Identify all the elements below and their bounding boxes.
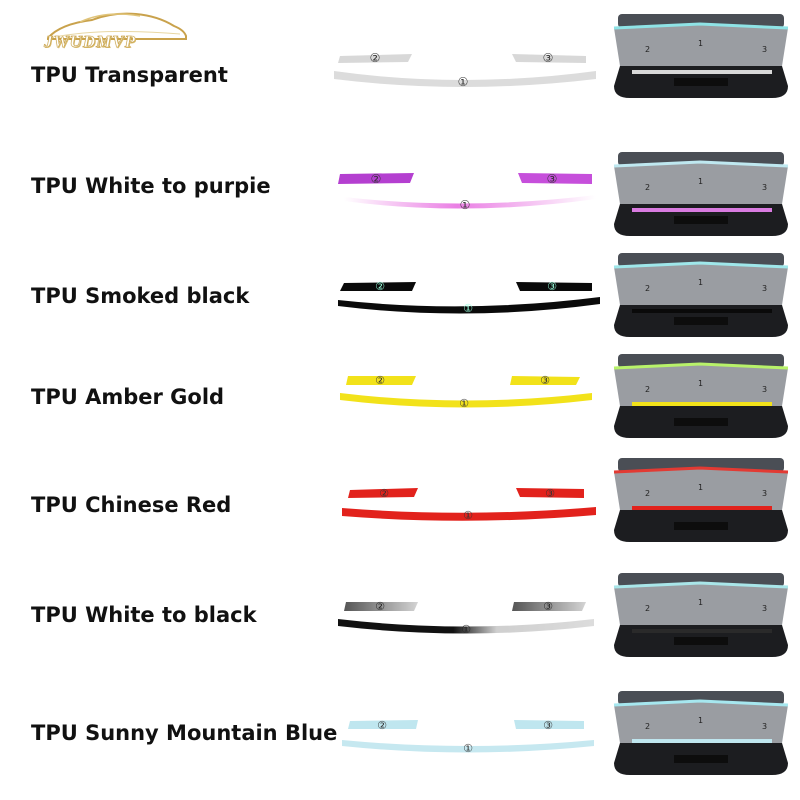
brand-logo — [40, 6, 190, 66]
trim-strips-diagram: ② ③ ① — [338, 172, 596, 212]
trim-strips-diagram: ② ③ ① — [338, 600, 594, 636]
trim-strip-main — [338, 619, 594, 634]
trim-strip-left — [348, 720, 418, 729]
car-marker-3: 3 — [762, 722, 767, 731]
trim-strip-right — [514, 720, 584, 729]
car-marker-1: 1 — [698, 278, 703, 287]
trim-strips-diagram: ② ③ ① — [334, 51, 596, 89]
marker-1: ① — [461, 623, 471, 636]
trim-strip-main — [340, 393, 592, 408]
car-marker-2: 2 — [645, 385, 650, 394]
brand-name: JWUDMVP — [44, 32, 137, 52]
trim-strip-main — [334, 71, 596, 87]
car-marker-1: 1 — [698, 716, 703, 725]
trim-strip-left — [346, 376, 416, 385]
marker-2: ② — [375, 280, 385, 293]
variant-label: TPU Amber Gold — [31, 385, 225, 409]
car-marker-2: 2 — [645, 284, 650, 293]
variant-row-smoked-black: TPU Smoked black ② ③ ① 2 1 3 — [0, 250, 800, 350]
trim-strip-right — [510, 376, 580, 385]
marker-3: ③ — [543, 719, 553, 732]
trim-strips-diagram: ② ③ ① — [342, 719, 594, 755]
car-front-photo: 2 1 3 — [613, 691, 789, 775]
marker-3: ③ — [545, 487, 555, 500]
car-marker-2: 2 — [645, 45, 650, 54]
marker-2: ② — [371, 172, 382, 186]
marker-1: ① — [458, 75, 469, 89]
variant-label: TPU Smoked black — [31, 284, 250, 308]
trim-strips-diagram: ② ③ ① — [342, 487, 596, 522]
variant-row-chinese-red: TPU Chinese Red ② ③ ① 2 1 3 — [0, 458, 800, 558]
car-marker-2: 2 — [645, 722, 650, 731]
variant-label: TPU White to black — [31, 603, 257, 627]
marker-2: ② — [375, 374, 385, 387]
variant-label: TPU Chinese Red — [31, 493, 232, 517]
trim-strips-diagram: ② ③ ① — [338, 280, 600, 315]
marker-2: ② — [375, 600, 385, 613]
car-front-photo: 2 1 3 — [613, 152, 789, 236]
marker-3: ③ — [547, 172, 558, 186]
marker-2: ② — [379, 487, 389, 500]
variant-row-white-to-purple: TPU White to purpie ② ③ ① 2 1 3 — [0, 140, 800, 240]
trim-strip-main — [338, 297, 600, 314]
marker-1: ① — [463, 742, 473, 755]
car-front-photo: 2 1 3 — [613, 14, 789, 98]
car-marker-3: 3 — [762, 604, 767, 613]
variant-label: TPU Sunny Mountain Blue — [31, 721, 338, 745]
marker-2: ② — [370, 51, 381, 65]
car-silhouette-icon — [47, 12, 187, 40]
trim-strip-left — [338, 173, 414, 184]
variant-row-transparent: TPU Transparent ② ③ ① 2 1 3 — [0, 14, 800, 130]
car-marker-2: 2 — [645, 604, 650, 613]
car-marker-1: 1 — [698, 598, 703, 607]
trim-strips-diagram: ② ③ ① — [340, 374, 592, 410]
car-marker-3: 3 — [762, 45, 767, 54]
car-front-photo: 2 1 3 — [613, 354, 789, 438]
marker-3: ③ — [543, 600, 553, 613]
car-front-photo: 2 1 3 — [613, 573, 789, 657]
marker-3: ③ — [547, 280, 557, 293]
car-marker-2: 2 — [645, 489, 650, 498]
car-marker-1: 1 — [698, 177, 703, 186]
car-marker-1: 1 — [698, 379, 703, 388]
marker-1: ① — [463, 509, 473, 522]
car-front-photo: 2 1 3 — [613, 253, 789, 337]
trim-strip-left — [348, 488, 418, 498]
marker-1: ① — [459, 397, 469, 410]
trim-strip-right — [512, 54, 586, 63]
variant-row-amber-gold: TPU Amber Gold ② ③ ① 2 1 3 — [0, 350, 800, 450]
trim-strip-left — [338, 54, 412, 63]
variant-row-white-to-black: TPU White to black ② ③ ① 2 1 3 — [0, 570, 800, 670]
marker-1: ① — [460, 198, 471, 212]
car-marker-3: 3 — [762, 284, 767, 293]
car-marker-1: 1 — [698, 39, 703, 48]
trim-strip-right — [516, 282, 592, 291]
variant-label: TPU White to purpie — [31, 174, 271, 198]
trim-strip-main — [342, 740, 594, 753]
variant-row-sunny-mountain-blue: TPU Sunny Mountain Blue ② ③ ① 2 1 3 — [0, 688, 800, 788]
car-marker-3: 3 — [762, 183, 767, 192]
trim-strip-left — [344, 602, 418, 611]
variant-label: TPU Transparent — [31, 63, 228, 87]
marker-1: ① — [463, 302, 473, 315]
car-front-photo: 2 1 3 — [613, 458, 789, 542]
trim-strip-right — [516, 488, 584, 498]
trim-strip-left — [340, 282, 416, 291]
marker-2: ② — [377, 719, 387, 732]
trim-strip-right — [518, 173, 592, 184]
car-marker-1: 1 — [698, 483, 703, 492]
trim-strip-main — [342, 507, 596, 521]
car-marker-3: 3 — [762, 385, 767, 394]
car-marker-2: 2 — [645, 183, 650, 192]
car-marker-3: 3 — [762, 489, 767, 498]
trim-strip-right — [512, 602, 586, 611]
marker-3: ③ — [543, 51, 554, 65]
marker-3: ③ — [540, 374, 550, 387]
trim-strip-main — [344, 195, 596, 209]
